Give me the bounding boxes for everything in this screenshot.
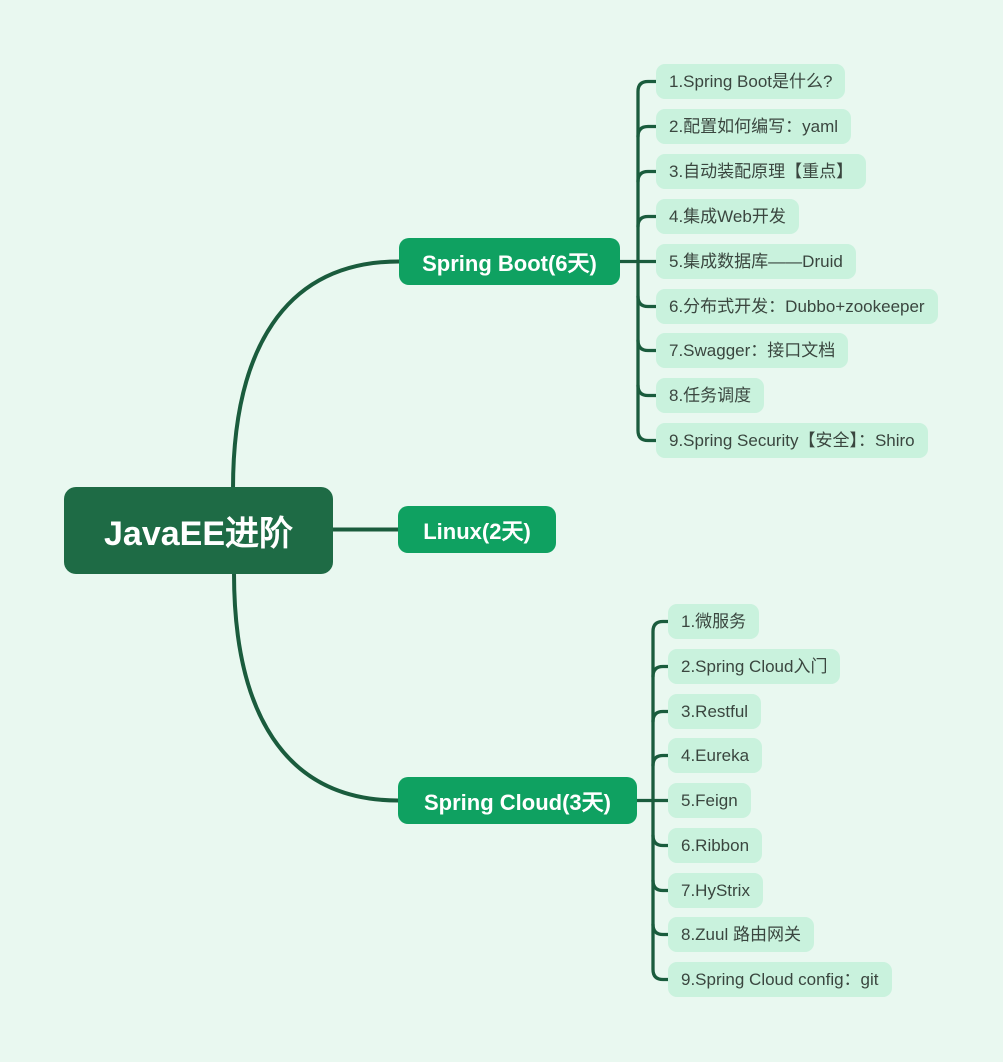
- leaf-spring-boot-7[interactable]: 7.Swagger：接口文档: [656, 333, 849, 368]
- leaf-spring-cloud-8[interactable]: 8.Zuul 路由网关: [668, 917, 814, 952]
- connector-spring-cloud-trunk: [651, 619, 670, 982]
- connector-spring-boot-leaf-8: [636, 383, 658, 398]
- connector-spring-cloud-leaf-2: [651, 664, 670, 679]
- connector-spring-boot-leaf-6: [636, 294, 658, 309]
- connector-spring-cloud-leaf-7: [651, 878, 670, 893]
- connector-spring-boot-trunk: [636, 79, 658, 443]
- connector-spring-boot-leaf-4: [636, 214, 658, 229]
- branch-node-spring-boot[interactable]: Spring Boot(6天): [399, 238, 620, 285]
- connector-root-spring-cloud: [232, 571, 400, 803]
- connector-spring-boot-leaf-2: [636, 124, 658, 139]
- leaf-spring-cloud-5[interactable]: 5.Feign: [668, 783, 751, 818]
- leaf-spring-cloud-6[interactable]: 6.Ribbon: [668, 828, 763, 863]
- leaf-spring-cloud-9[interactable]: 9.Spring Cloud config：git: [668, 962, 892, 997]
- leaf-spring-boot-5[interactable]: 5.集成数据库——Druid: [656, 244, 856, 279]
- leaf-spring-cloud-1[interactable]: 1.微服务: [668, 604, 760, 639]
- leaf-spring-cloud-7[interactable]: 7.HyStrix: [668, 873, 763, 908]
- leaf-spring-boot-1[interactable]: 1.Spring Boot是什么?: [656, 64, 846, 99]
- connector-spring-boot-leaf-3: [636, 169, 658, 184]
- leaf-spring-boot-9[interactable]: 9.Spring Security【安全】：Shiro: [656, 423, 928, 458]
- branch-node-linux[interactable]: Linux(2天): [398, 506, 556, 553]
- connector-spring-boot-leaf-7: [636, 338, 658, 353]
- root-node-javaee[interactable]: JavaEE进阶: [64, 487, 333, 574]
- connector-root-spring-boot: [231, 259, 401, 491]
- connector-spring-cloud-leaf-6: [651, 833, 670, 848]
- leaf-spring-cloud-3[interactable]: 3.Restful: [668, 694, 762, 729]
- leaf-spring-cloud-2[interactable]: 2.Spring Cloud入门: [668, 649, 841, 684]
- branch-node-spring-cloud[interactable]: Spring Cloud(3天): [398, 777, 637, 824]
- connector-spring-cloud-leaf-4: [651, 753, 670, 768]
- leaf-spring-cloud-4[interactable]: 4.Eureka: [668, 738, 763, 773]
- connector-spring-cloud-leaf-8: [651, 922, 670, 937]
- connector-spring-cloud-leaf-3: [651, 709, 670, 724]
- leaf-spring-boot-6[interactable]: 6.分布式开发：Dubbo+zookeeper: [656, 289, 938, 324]
- leaf-spring-boot-8[interactable]: 8.任务调度: [656, 378, 765, 413]
- leaf-spring-boot-4[interactable]: 4.集成Web开发: [656, 199, 799, 234]
- leaf-spring-boot-3[interactable]: 3.自动装配原理【重点】: [656, 154, 867, 189]
- leaf-spring-boot-2[interactable]: 2.配置如何编写：yaml: [656, 109, 852, 144]
